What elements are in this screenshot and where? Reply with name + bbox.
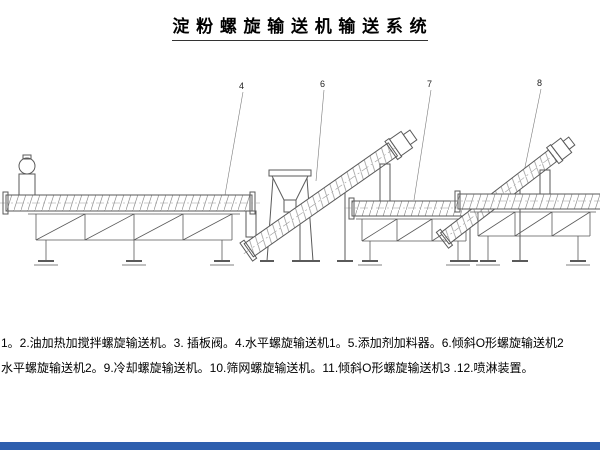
horizontal-screw-conveyor-3 [450, 190, 600, 213]
legend-caption: 1。2.油加热加搅拌螺旋输送机。3. 插板阀。4.水平螺旋输送机1。5.添加剂加… [1, 331, 600, 381]
inclined-conveyor-1-supports [292, 193, 353, 262]
callout-label-7: 7 [427, 79, 432, 89]
legend-line-1: 1。2.油加热加搅拌螺旋输送机。3. 插板阀。4.水平螺旋输送机1。5.添加剂加… [1, 336, 564, 350]
inclined-screw-conveyor-1 [239, 129, 418, 262]
support-truss-3 [470, 211, 596, 266]
support-truss-1 [28, 213, 240, 266]
discharge-chute-1 [245, 210, 257, 238]
inclined-conveyor-1-motor [388, 129, 418, 157]
bottom-blue-bar [0, 442, 600, 450]
legend-line-2: 水平螺旋输送机2。9.冷却螺旋输送机。10.筛网螺旋输送机。11.倾斜O形螺旋输… [1, 361, 534, 375]
callout-label-4: 4 [239, 81, 244, 91]
drawing-title: 淀 粉 螺 旋 输 送 机 输 送 系 统 [172, 12, 428, 41]
callout-leader-lines [224, 88, 542, 201]
callout-label-8: 8 [537, 78, 542, 88]
support-truss-2 [356, 218, 472, 266]
conveyor-system-drawing: 4 6 7 8 [0, 78, 600, 266]
callout-label-6: 6 [320, 79, 325, 89]
drive-motor-left [18, 154, 36, 196]
mixing-screw-conveyor [0, 154, 260, 238]
title-row: 淀 粉 螺 旋 输 送 机 输 送 系 统 [0, 12, 600, 41]
inclined-conveyor-2-motor [550, 136, 576, 161]
transfer-chute-1 [379, 163, 391, 202]
